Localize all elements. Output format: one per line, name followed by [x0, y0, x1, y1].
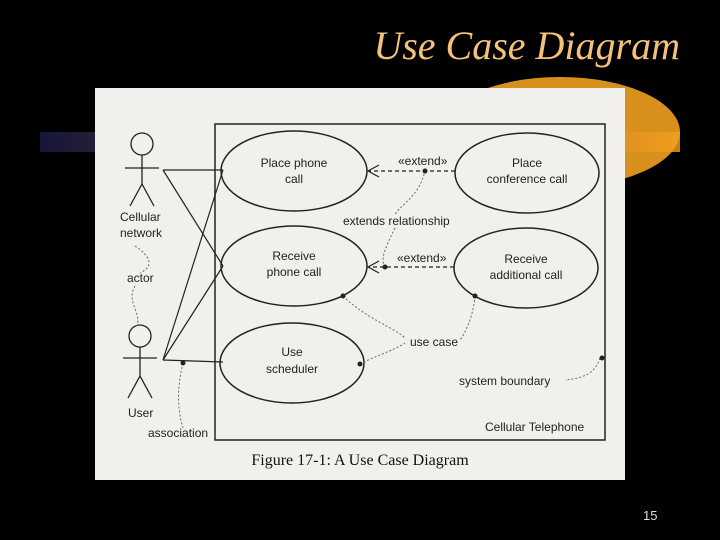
use-case-place-phone-call-label-2: call [285, 172, 303, 186]
extend-label-2: «extend» [397, 251, 447, 265]
slide-title: Use Case Diagram [373, 23, 680, 68]
callout-dots [180, 168, 605, 367]
figure-caption: Figure 17-1: A Use Case Diagram [251, 452, 469, 469]
use-case-use-scheduler [219, 322, 365, 404]
system-boundary-box [214, 123, 606, 441]
use-case-use-scheduler-label-1: Use [281, 345, 303, 359]
annotation-extends-relationship: extends relationship [343, 214, 450, 228]
use-case-place-phone-call-label-1: Place phone [261, 156, 328, 170]
use-case-place-phone-call [220, 130, 368, 212]
actor-cellular-network-label-2: network [120, 226, 163, 240]
use-case-place-conference-call-label-1: Place [512, 156, 542, 170]
use-case-use-scheduler-label-2: scheduler [266, 362, 318, 376]
annotation-use-case: use case [410, 335, 458, 349]
use-case-receive-phone-call-label-2: phone call [267, 265, 322, 279]
actor-cellular-network-label-1: Cellular [120, 210, 161, 224]
callout-pointers [131, 169, 601, 429]
use-case-receive-additional-call-label-2: additional call [490, 268, 563, 282]
actor-user [123, 324, 157, 399]
extend-label-1: «extend» [398, 154, 448, 168]
use-case-place-conference-call-label-2: conference call [487, 172, 568, 186]
extend-arrow-1 [366, 164, 455, 178]
use-case-place-conference-call [454, 132, 600, 214]
use-case-figure: Cellular Telephone Cellular network User [95, 88, 625, 480]
annotation-system-boundary: system boundary [459, 374, 550, 388]
use-case-receive-additional-call-label-1: Receive [504, 252, 548, 266]
use-case-receive-phone-call-label-1: Receive [272, 249, 316, 263]
use-case-receive-additional-call [453, 227, 599, 309]
actor-cellular-network [125, 132, 159, 207]
use-case-receive-phone-call [220, 225, 368, 307]
actor-user-label: User [128, 406, 153, 420]
annotation-association: association [148, 426, 208, 440]
annotation-actor: actor [127, 271, 154, 285]
system-label: Cellular Telephone [485, 420, 585, 434]
page-number: 15 [643, 508, 658, 523]
association-lines [162, 169, 224, 363]
